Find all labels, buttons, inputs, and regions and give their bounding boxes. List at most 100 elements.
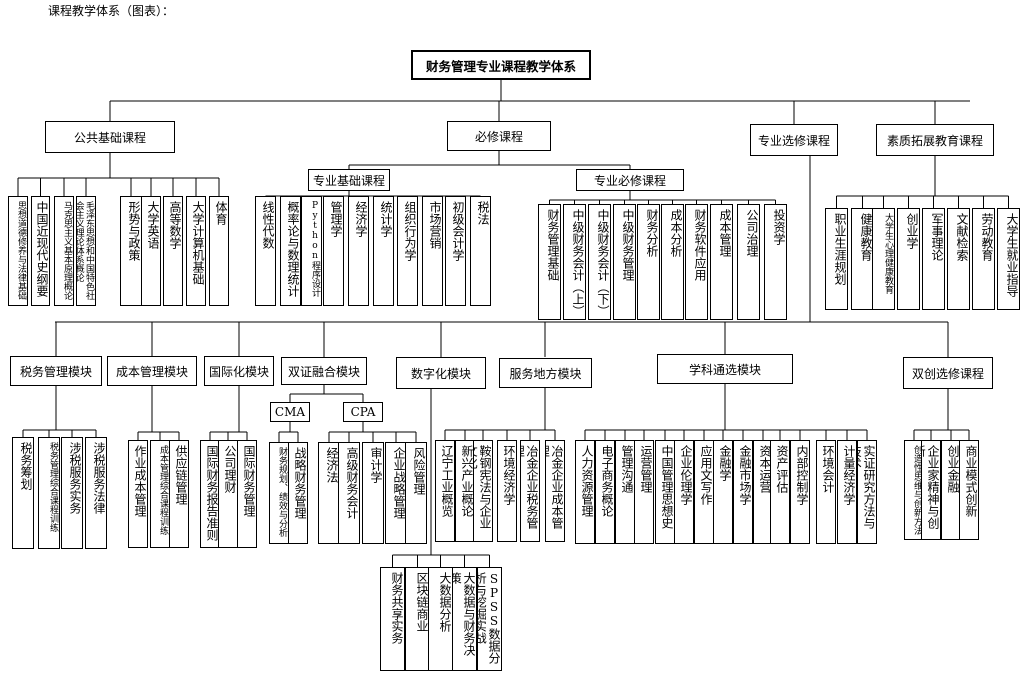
cpa-course-5: 风险管理 [405,442,427,544]
tax-course-1: 税务筹划 [12,437,34,549]
local-course-5: 冶金企业税务管理 [520,440,540,542]
tax-course-3: 涉税服务实务 [61,437,83,549]
cma-course-1: 财务规划、绩效与分析 [269,442,289,544]
cpa-course-2: 高级财务会计 [338,442,360,544]
quality-course-4: 创业学 [897,208,920,310]
cross-course-2: 电子商务概论 [595,440,615,544]
cpa-course-1: 经济法 [318,442,340,544]
public-course-8: 大学计算机基础 [186,196,206,306]
major-basic-course-5: 经济学 [348,196,369,306]
quality-course-7: 劳动教育 [972,208,995,310]
caption: 课程教学体系（图表）： [48,4,175,18]
digital-course-4: 大数据与财务决策 [452,567,477,671]
public-course-3: 马克思主义基本原理概论 [54,196,74,306]
major-basic-course-9: 初级会计学 [445,196,466,306]
digital-course-2: 区块链商业 [405,567,430,671]
major-required-course-7: 财务软件应用 [685,204,708,320]
cross-course-14: 计量经济学 [837,440,857,544]
innov-course-2: 企业家精神与创新 [921,440,941,540]
major-basic-course-8: 市场营销 [422,196,443,306]
tax-course-2: 税务管理综合课程训练 [38,437,60,549]
quality-course-6: 文献检索 [947,208,970,310]
module-innovation: 双创选修课程 [903,357,993,389]
cross-course-3: 管理沟通 [615,440,635,544]
major-required-course-6: 成本分析 [661,204,684,320]
tax-course-4: 涉税服务法律 [85,437,107,549]
cross-course-11: 资产评估 [770,440,790,544]
major-required-course-10: 投资学 [764,204,787,320]
intl-course-2: 公司理财 [218,440,238,548]
cost-course-2: 成本管理综合课程训练 [150,440,170,548]
major-basic-course-2: 概率论与数理统计 [280,196,301,306]
cross-course-8: 金融学 [713,440,733,544]
major-basic-course-4: 管理学 [323,196,344,306]
module-cost: 成本管理模块 [107,356,197,386]
cross-course-13: 环境会计 [816,440,836,544]
major-basic-course-1: 线性代数 [255,196,276,306]
digital-course-5: SPSS数据分析与挖掘实战 [477,567,502,671]
public-course-1: 思想道德修养与法律基础 [8,196,28,306]
local-course-6: 冶金企业成本管理 [545,440,565,542]
public-course-9: 体育 [209,196,229,306]
intl-course-3: 国际财务管理 [237,440,257,548]
quality-course-3: 大学生心理健康教育 [872,208,895,310]
node-quality-expansion: 素质拓展教育课程 [876,124,994,156]
module-dual-cert: 双证融合模块 [281,357,367,385]
node-public-basic: 公共基础课程 [45,121,175,153]
quality-course-1: 职业生涯规划 [825,208,848,310]
local-course-2: 新兴产业概论 [455,440,475,542]
cost-course-3: 供应链管理 [169,440,189,548]
cross-course-10: 资本运营 [753,440,773,544]
cost-course-1: 作业成本管理 [128,440,148,548]
public-course-4: 毛泽东思想和中国特色社会主义理论体系概论 [76,196,96,306]
quality-course-5: 军事理论 [922,208,945,310]
major-required-course-3: 中级财务会计（下） [588,204,611,320]
local-course-4: 环境经济学 [497,440,517,542]
node-major-basic: 专业基础课程 [308,169,390,191]
quality-course-8: 大学生就业指导 [997,208,1020,310]
module-tax: 税务管理模块 [10,356,102,386]
major-required-course-8: 成本管理 [710,204,733,320]
module-digital: 数字化模块 [396,357,486,389]
cross-course-5: 中国管理思想史 [655,440,675,544]
major-required-course-9: 公司治理 [737,204,760,320]
public-course-7: 高等数学 [163,196,183,306]
major-basic-course-10: 税法 [470,196,491,306]
node-cma: CMA [270,402,310,422]
module-intl: 国际化模块 [204,356,274,386]
cma-course-2: 战略财务管理 [288,442,308,544]
local-course-3: 鞍钢宪法与企业文化 [473,440,493,542]
major-required-course-4: 中级财务管理 [613,204,636,320]
cross-course-7: 应用文写作 [694,440,714,544]
innov-course-4: 商业模式创新 [959,440,979,540]
major-required-course-1: 财务管理基础 [538,204,561,320]
intl-course-1: 国际财务报告准则 [200,440,220,548]
major-basic-course-7: 组织行为学 [397,196,418,306]
major-required-course-2: 中级财务会计（上） [563,204,586,320]
module-local-service: 服务地方模块 [499,358,592,388]
node-required: 必修课程 [447,121,551,151]
major-required-course-5: 财务分析 [637,204,660,320]
innov-course-3: 创业金融 [941,440,961,540]
quality-course-2: 健康教育 [851,208,874,310]
root-node: 财务管理专业课程教学体系 [411,50,591,80]
cross-course-6: 企业伦理学 [674,440,694,544]
digital-course-1: 财务共享实务 [380,567,405,671]
node-major-elective: 专业选修课程 [750,124,838,156]
cross-course-9: 金融市场学 [733,440,753,544]
cpa-course-4: 企业战略管理 [385,442,407,544]
public-course-2: 中国近现代史纲要 [31,196,50,306]
cpa-course-3: 审计学 [362,442,384,544]
public-course-6: 大学英语 [141,196,161,306]
cross-course-12: 内部控制学 [790,440,810,544]
digital-course-3: 大数据分析 [428,567,453,671]
module-cross-discipline: 学科通选模块 [657,354,793,384]
cross-course-1: 人力资源管理 [575,440,595,544]
node-major-required: 专业必修课程 [576,169,684,191]
node-cpa: CPA [343,402,383,422]
cross-course-15: 实证研究方法与技术 [857,440,877,544]
local-course-1: 辽宁工业概览 [435,440,455,542]
major-basic-course-3: Python程序设计 [301,196,322,306]
public-course-5: 形势与政策 [120,196,142,306]
